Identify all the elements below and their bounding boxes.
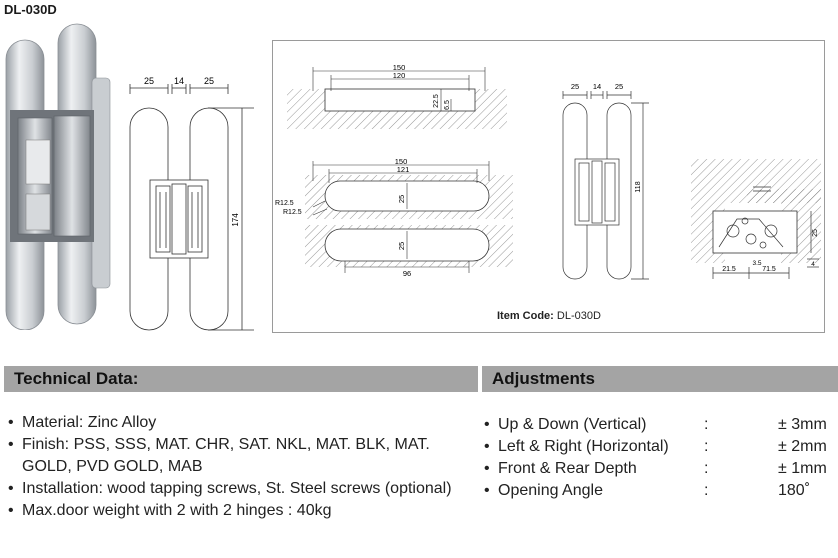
- adjustment-row: • Left & Right (Horizontal) : ± 2mm: [482, 436, 838, 458]
- adjustments-list: • Up & Down (Vertical) : ± 3mm • Left & …: [482, 414, 838, 502]
- technical-drawing-panel: 150 120 22.5 6.5 150 121 R12.5 R12.5 25 …: [272, 40, 825, 333]
- hinge-photo: [5, 23, 111, 330]
- dim-96: 96: [403, 269, 411, 278]
- sec-dim-3-5: 3.5: [752, 260, 761, 267]
- dim-25-a: 25: [397, 195, 406, 203]
- list-item: Installation: wood tapping screws, St. S…: [6, 478, 476, 500]
- adjustment-label: Up & Down (Vertical): [498, 416, 647, 433]
- item-code-value: DL-030D: [556, 310, 601, 322]
- sec-dim-25: 25: [812, 229, 819, 237]
- adjustment-value: ± 1mm: [778, 460, 827, 477]
- installation-drawing: 150 120 22.5 6.5 150 121 R12.5 R12.5 25 …: [275, 63, 821, 280]
- dim-150-top: 150: [393, 63, 406, 72]
- dim-25-b: 25: [397, 242, 406, 250]
- adjustment-colon: :: [704, 416, 709, 433]
- front-view-drawing: 25 14 25 174: [129, 76, 254, 331]
- dim-front-right: 25: [204, 76, 214, 86]
- dim-front-left: 25: [144, 76, 154, 86]
- dim-front-height: 174: [231, 213, 240, 227]
- adjustment-value: ± 3mm: [778, 416, 827, 433]
- bullet: •: [484, 416, 490, 433]
- sec-dim-71-5: 71.5: [762, 266, 776, 273]
- adjustment-label: Left & Right (Horizontal): [498, 438, 669, 455]
- item-code-label: Item Code:: [497, 310, 554, 322]
- dim-front-mid: 14: [174, 76, 184, 86]
- side-dim-14: 14: [593, 82, 601, 91]
- adjustment-row: • Opening Angle : 180˚: [482, 480, 838, 502]
- sec-dim-4: 4: [811, 261, 815, 268]
- dim-6-5: 6.5: [444, 100, 451, 110]
- dim-150-mid: 150: [395, 157, 408, 166]
- technical-data-list: Material: Zinc Alloy Finish: PSS, SSS, M…: [6, 412, 476, 522]
- dim-121: 121: [397, 165, 410, 174]
- dim-120: 120: [393, 71, 406, 80]
- bullet: •: [484, 438, 490, 455]
- side-dim-25a: 25: [571, 82, 579, 91]
- side-dim-height: 118: [635, 181, 642, 192]
- sec-dim-21-5: 21.5: [722, 266, 736, 273]
- dim-22-5: 22.5: [433, 94, 440, 108]
- list-item: Finish: PSS, SSS, MAT. CHR, SAT. NKL, MA…: [6, 434, 476, 478]
- adjustment-label: Opening Angle: [498, 482, 603, 499]
- adjustment-colon: :: [704, 460, 709, 477]
- dim-r12-5-a: R12.5: [275, 200, 294, 207]
- product-code: DL-030D: [4, 2, 57, 17]
- side-dim-25b: 25: [615, 82, 623, 91]
- list-item: Max.door weight with 2 with 2 hinges : 4…: [6, 500, 476, 522]
- adjustment-colon: :: [704, 482, 709, 499]
- adjustment-row: • Front & Rear Depth : ± 1mm: [482, 458, 838, 480]
- bullet: •: [484, 460, 490, 477]
- bullet: •: [484, 482, 490, 499]
- adjustment-label: Front & Rear Depth: [498, 460, 637, 477]
- adjustment-row: • Up & Down (Vertical) : ± 3mm: [482, 414, 838, 436]
- list-item: Material: Zinc Alloy: [6, 412, 476, 434]
- adjustment-value: 180˚: [778, 482, 811, 499]
- item-code: Item Code: DL-030D: [497, 310, 601, 322]
- adjustment-value: ± 2mm: [778, 438, 827, 455]
- adjustment-colon: :: [704, 438, 709, 455]
- dim-r12-5-b: R12.5: [283, 209, 302, 216]
- technical-data-header: Technical Data:: [4, 366, 478, 392]
- adjustments-header: Adjustments: [482, 366, 838, 392]
